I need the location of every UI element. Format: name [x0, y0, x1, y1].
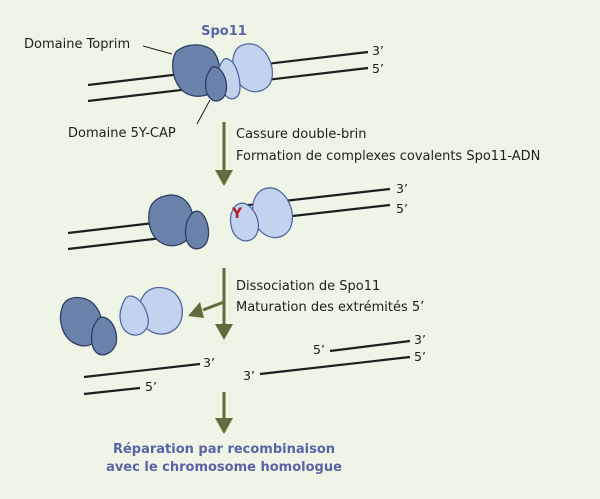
stage2-spo11-left — [148, 194, 210, 250]
cap-domain-label: Domaine 5Y-CAP — [68, 126, 176, 141]
tyrosine-label: Y — [231, 206, 243, 222]
cap-domain-left — [204, 66, 228, 102]
stage2-end-5prime: 5’ — [396, 201, 408, 216]
left-end-5prime: 5’ — [145, 379, 157, 394]
step2-line1: Dissociation de Spo11 — [236, 279, 380, 294]
right-end-5prime: 5’ — [313, 342, 325, 357]
cap-pointer — [196, 99, 211, 125]
final-line2: avec le chromosome homologue — [106, 460, 342, 475]
right-end-5prime-bottom: 5’ — [414, 349, 426, 364]
step2-line2: Maturation des extrémités 5’ — [236, 300, 424, 315]
released-spo11-right — [119, 286, 183, 336]
step3-arrow — [215, 392, 233, 434]
step1-arrow — [215, 122, 233, 186]
right-end-3prime-top: 3’ — [414, 332, 426, 347]
stage1-end-5prime: 5’ — [372, 61, 384, 76]
released-spo11-left — [59, 296, 118, 356]
step2-arrow — [188, 268, 233, 340]
stage2-spo11-right — [229, 187, 294, 242]
resected-dna-right — [259, 339, 411, 376]
protein-title: Spo11 — [201, 24, 247, 39]
resected-dna-left — [83, 362, 201, 396]
right-end-3prime-left: 3’ — [243, 368, 255, 383]
step1-line1: Cassure double-brin — [236, 127, 366, 142]
toprim-pointer — [142, 45, 173, 55]
left-end-3prime: 3’ — [203, 355, 215, 370]
stage1-end-3prime: 3’ — [372, 43, 384, 58]
stage1-spo11-complex — [172, 43, 274, 102]
toprim-domain-label: Domaine Toprim — [24, 37, 130, 52]
final-line1: Réparation par recombinaison — [113, 442, 335, 457]
step1-line2: Formation de complexes covalents Spo11-A… — [236, 149, 540, 164]
stage2-end-3prime: 3’ — [396, 181, 408, 196]
